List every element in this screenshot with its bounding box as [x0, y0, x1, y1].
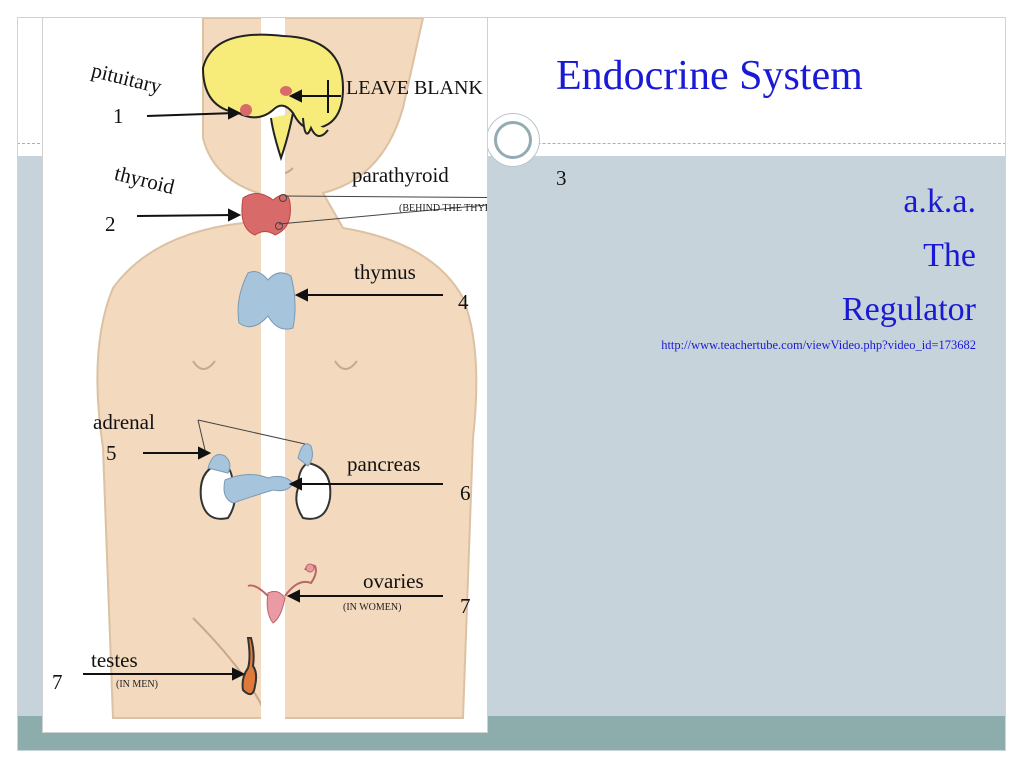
label-in-men: (IN MEN) [116, 679, 158, 690]
decorative-ring [494, 121, 532, 159]
subtitle-line-2: The [923, 237, 976, 274]
video-link[interactable]: http://www.teachertube.com/viewVideo.php… [661, 338, 976, 352]
label-leave-blank: LEAVE BLANK [346, 77, 483, 99]
number-adrenal: 5 [106, 441, 117, 465]
thyroid-gland [241, 193, 291, 236]
label-ovaries: ovaries [363, 569, 424, 593]
pancreas-organ [223, 474, 294, 504]
number-thymus: 4 [458, 290, 469, 314]
number-testes: 7 [52, 670, 63, 694]
endocrine-diagram: pituitary 1 LEAVE BLANK thyroid 2 parath… [42, 17, 488, 733]
subtitle-line-1: a.k.a. [903, 183, 976, 220]
number-ovaries: 7 [460, 594, 471, 618]
label-in-women: (IN WOMEN) [343, 602, 402, 613]
body-illustration [83, 18, 487, 732]
adrenal-gland [207, 454, 231, 474]
thymus-gland [237, 271, 296, 330]
label-parathyroid: parathyroid [352, 163, 449, 187]
uterus-organ [266, 590, 286, 624]
parathyroid-gland [279, 194, 287, 202]
number-pancreas: 6 [460, 481, 471, 505]
testis [241, 637, 258, 696]
number-pituitary: 1 [113, 104, 124, 128]
number-parathyroid: 3 [556, 166, 567, 190]
slide-title: Endocrine System [556, 53, 863, 99]
right-kidney [295, 461, 332, 520]
pituitary-gland [240, 104, 252, 116]
label-pancreas: pancreas [347, 452, 421, 476]
slide-frame [17, 17, 1006, 751]
label-thymus: thymus [354, 260, 416, 284]
label-adrenal: adrenal [93, 410, 155, 434]
number-thyroid: 2 [105, 212, 116, 236]
label-testes: testes [91, 648, 138, 672]
subtitle-line-3: Regulator [841, 291, 976, 328]
label-behind-thyroid: (BEHIND THE THYROID) [399, 203, 487, 214]
body-silhouette [96, 18, 478, 719]
